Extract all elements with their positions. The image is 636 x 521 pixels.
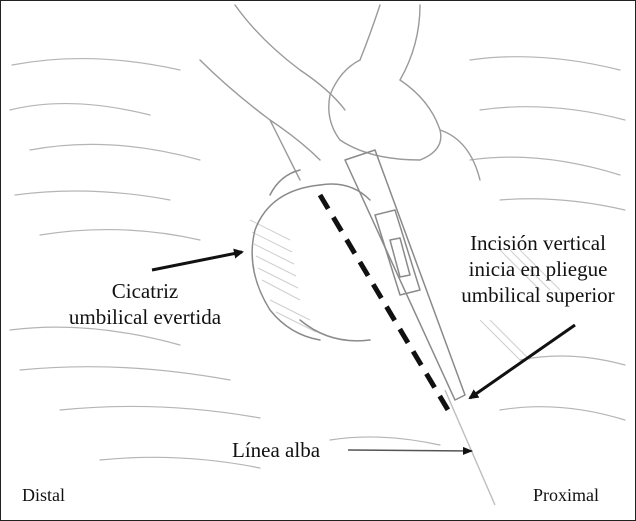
linea-alba-line — [445, 390, 495, 505]
everted-umbilicus-sketch — [252, 170, 370, 341]
distal-label: Distal — [22, 484, 65, 506]
incision-dashed-line — [320, 195, 448, 410]
incision-label: Incisión vertical inicia en pliegue umbi… — [440, 230, 636, 308]
linea-alba-label: Línea alba — [232, 437, 320, 463]
proximal-label: Proximal — [533, 484, 599, 506]
cicatriz-label: Cicatriz umbilical evertida — [40, 278, 250, 330]
surgeon-hand-sketch — [200, 5, 480, 180]
incision-label-line1: Incisión vertical — [440, 230, 636, 256]
incision-label-line2: inicia en pliegue — [440, 256, 636, 282]
cicatriz-label-line1: Cicatriz — [40, 278, 250, 304]
cicatriz-label-line2: umbilical evertida — [40, 304, 250, 330]
incision-arrow — [470, 325, 575, 398]
cicatriz-arrow — [152, 252, 242, 270]
linea-alba-arrow — [348, 450, 472, 451]
incision-label-line3: umbilical superior — [440, 282, 636, 308]
